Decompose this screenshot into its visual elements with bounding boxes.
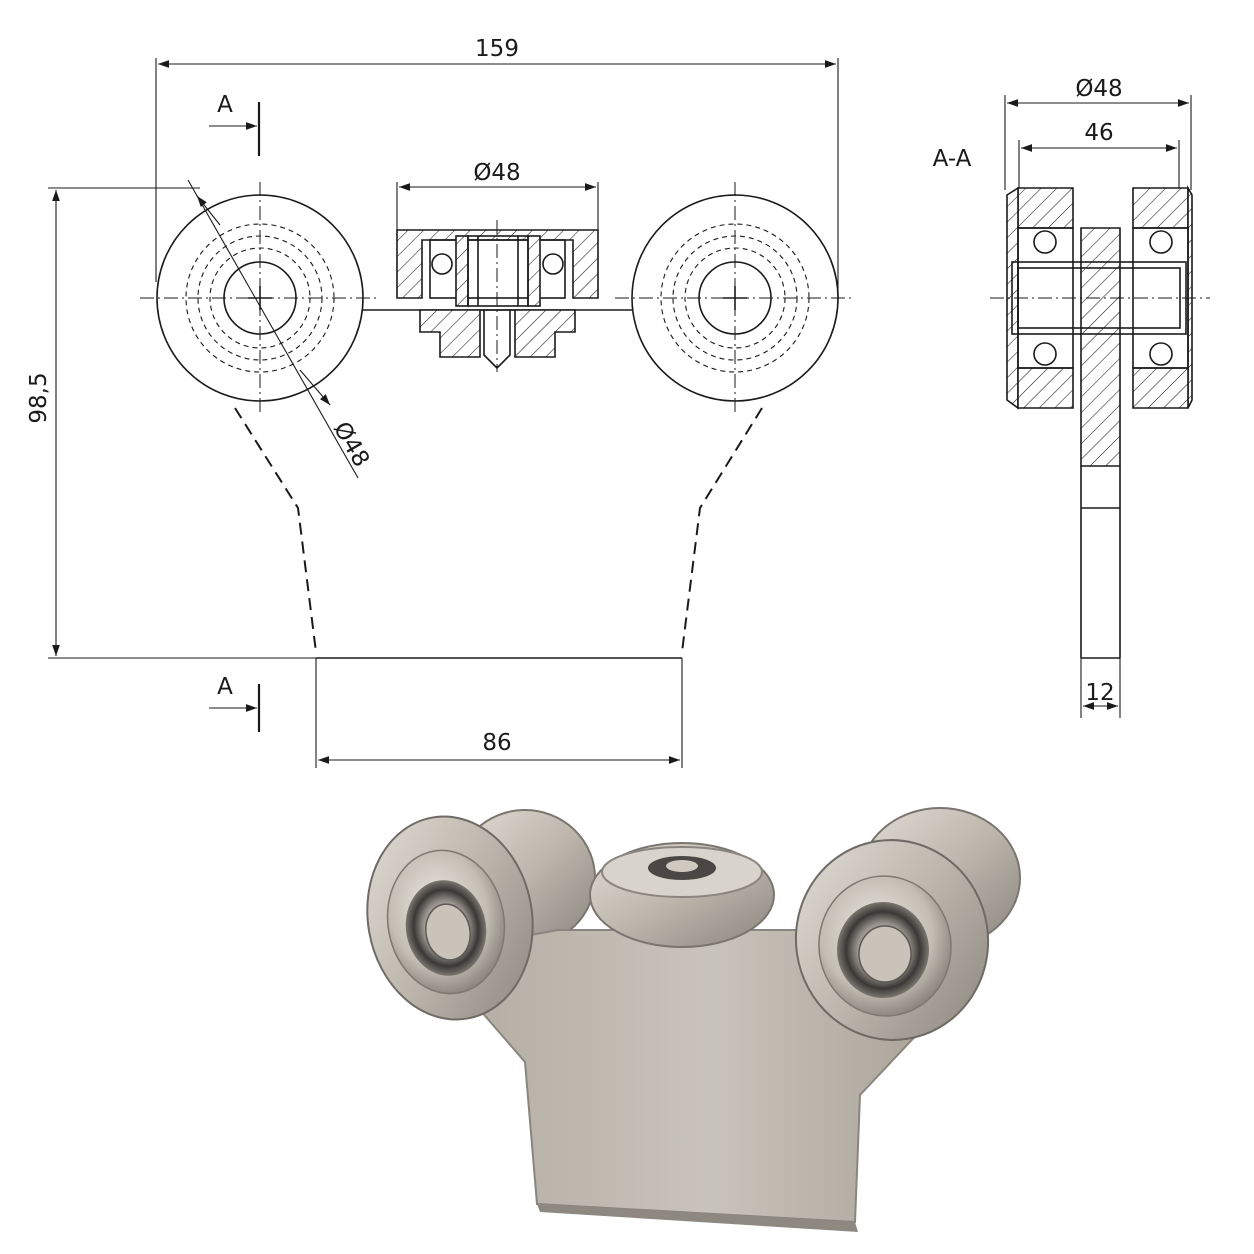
- left-wheel: [140, 182, 380, 412]
- section-view-label: A-A: [933, 146, 972, 172]
- right-wheel: [615, 182, 855, 412]
- top-bearing-section: Ø48: [396, 160, 599, 372]
- dim-overall-width: 159: [475, 36, 519, 62]
- photo-right-wheel: [794, 839, 990, 1041]
- section-mark-bottom: A: [217, 674, 233, 700]
- dim-top-bearing-diameter: Ø48: [473, 160, 520, 186]
- front-view: 159 A: [26, 36, 855, 768]
- dim-plate-thickness: 12: [1085, 680, 1114, 706]
- dim-overall-height: 98,5: [26, 372, 52, 423]
- product-photo: [366, 807, 1021, 1232]
- section-mark-top: A: [217, 92, 233, 118]
- dim-side-inner-width: 46: [1084, 120, 1113, 146]
- dim-base-width: 86: [482, 730, 511, 756]
- side-section-view: A-A Ø48 46: [933, 76, 1210, 718]
- photo-left-wheel: [366, 815, 534, 1021]
- dim-side-outer-diameter: Ø48: [1075, 76, 1122, 102]
- dim-wheel-diameter: Ø48: [328, 417, 374, 471]
